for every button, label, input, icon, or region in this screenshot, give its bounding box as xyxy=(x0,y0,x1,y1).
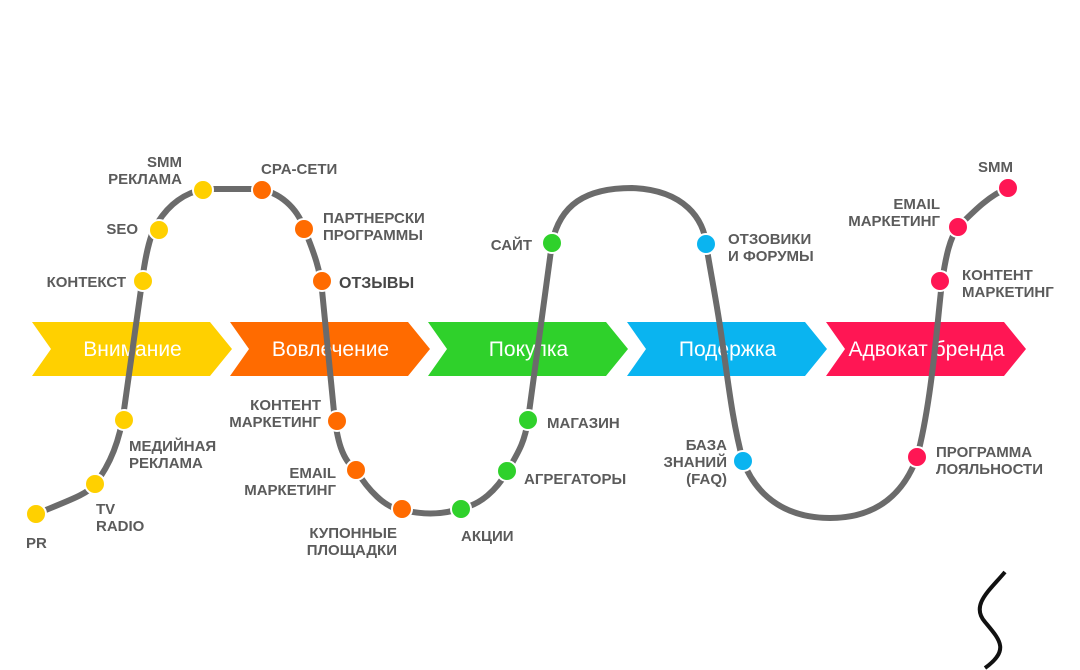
context-label: КОНТЕКСТ xyxy=(47,274,126,291)
promo-label-line: АКЦИИ xyxy=(461,528,514,545)
squiggle-decoration xyxy=(977,570,1007,670)
pr-label: PR xyxy=(26,535,47,552)
media-ads-label-line: МЕДИЙНАЯ xyxy=(129,437,216,455)
faq-dot xyxy=(732,450,754,472)
partner-dot xyxy=(293,218,315,240)
tv-radio-label-line: RADIO xyxy=(96,518,145,535)
stage-label-5: Адвокат бренда xyxy=(848,338,1004,361)
smm-label: SMM xyxy=(978,159,1013,176)
shop-dot xyxy=(517,409,539,431)
context-label-line: КОНТЕКСТ xyxy=(47,274,126,291)
promo-label: АКЦИИ xyxy=(461,528,514,545)
loyalty-label-line: ЛОЯЛЬНОСТИ xyxy=(936,461,1043,478)
stage-label-4: Подержка xyxy=(679,338,777,361)
stage-arrow-5 xyxy=(826,322,1026,376)
pr-label-line: PR xyxy=(26,535,47,552)
touchpoints xyxy=(25,177,1019,525)
smm-label-line: SMM xyxy=(978,159,1013,176)
reviews-dot xyxy=(311,270,333,292)
tv-radio-dot xyxy=(84,473,106,495)
media-ads-dot xyxy=(113,409,135,431)
content-2-dot xyxy=(929,270,951,292)
promo-dot xyxy=(450,498,472,520)
stage-arrow-4 xyxy=(627,322,827,376)
email-1-dot xyxy=(345,459,367,481)
aggregators-dot xyxy=(496,460,518,482)
faq-label-line: ЗНАНИЙ xyxy=(664,453,727,471)
review-sites-label-line: И ФОРУМЫ xyxy=(728,248,814,265)
coupons-label-line: КУПОННЫЕ xyxy=(309,525,397,542)
smm-ads-label-line: РЕКЛАМА xyxy=(108,171,182,188)
tv-radio-label-line: TV xyxy=(96,501,115,518)
shop-label-line: МАГАЗИН xyxy=(547,415,620,432)
aggregators-label-line: АГРЕГАТОРЫ xyxy=(524,471,626,488)
stage-label-3: Покупка xyxy=(489,338,569,361)
smm-ads-label-line: SMM xyxy=(147,154,182,171)
seo-dot xyxy=(148,219,170,241)
context-dot xyxy=(132,270,154,292)
smm-dot xyxy=(997,177,1019,199)
site-dot xyxy=(541,232,563,254)
email-2-label-line: МАРКЕТИНГ xyxy=(848,213,940,230)
reviews-label-line: ОТЗЫВЫ xyxy=(339,275,414,292)
aggregators-label: АГРЕГАТОРЫ xyxy=(524,471,626,488)
content-2-label-line: КОНТЕНТ xyxy=(962,267,1033,284)
faq-label-line: (FAQ) xyxy=(686,471,727,488)
coupons-dot xyxy=(391,498,413,520)
media-ads-label-line: РЕКЛАМА xyxy=(129,455,203,472)
shop-label: МАГАЗИН xyxy=(547,415,620,432)
cpa-label: CPA-СЕТИ xyxy=(261,161,337,178)
reviews-label: ОТЗЫВЫ xyxy=(339,275,414,292)
stage-arrow-3 xyxy=(428,322,628,376)
seo-label: SEO xyxy=(106,221,138,238)
cpa-dot xyxy=(251,179,273,201)
partner-label-line: ПАРТНЕРСКИ xyxy=(323,210,425,227)
email-1-label-line: EMAIL xyxy=(289,465,336,482)
content-2-label-line: МАРКЕТИНГ xyxy=(962,284,1054,301)
loyalty-label-line: ПРОГРАММА xyxy=(936,444,1032,461)
partner-label-line: ПРОГРАММЫ xyxy=(323,227,423,244)
coupons-label-line: ПЛОЩАДКИ xyxy=(307,542,397,559)
email-1-label-line: МАРКЕТИНГ xyxy=(244,482,336,499)
smm-ads-dot xyxy=(192,179,214,201)
review-sites-label-line: ОТЗОВИКИ xyxy=(728,231,811,248)
seo-label-line: SEO xyxy=(106,221,138,238)
loyalty-dot xyxy=(906,446,928,468)
content-1-label-line: МАРКЕТИНГ xyxy=(229,414,321,431)
faq-label-line: БАЗА xyxy=(686,437,727,454)
cpa-label-line: CPA-СЕТИ xyxy=(261,161,337,178)
content-1-dot xyxy=(326,410,348,432)
content-1-label-line: КОНТЕНТ xyxy=(250,397,321,414)
email-2-dot xyxy=(947,216,969,238)
site-label: САЙТ xyxy=(491,236,532,254)
email-2-label-line: EMAIL xyxy=(893,196,940,213)
review-sites-dot xyxy=(695,233,717,255)
pr-dot xyxy=(25,503,47,525)
site-label-line: САЙТ xyxy=(491,236,532,254)
